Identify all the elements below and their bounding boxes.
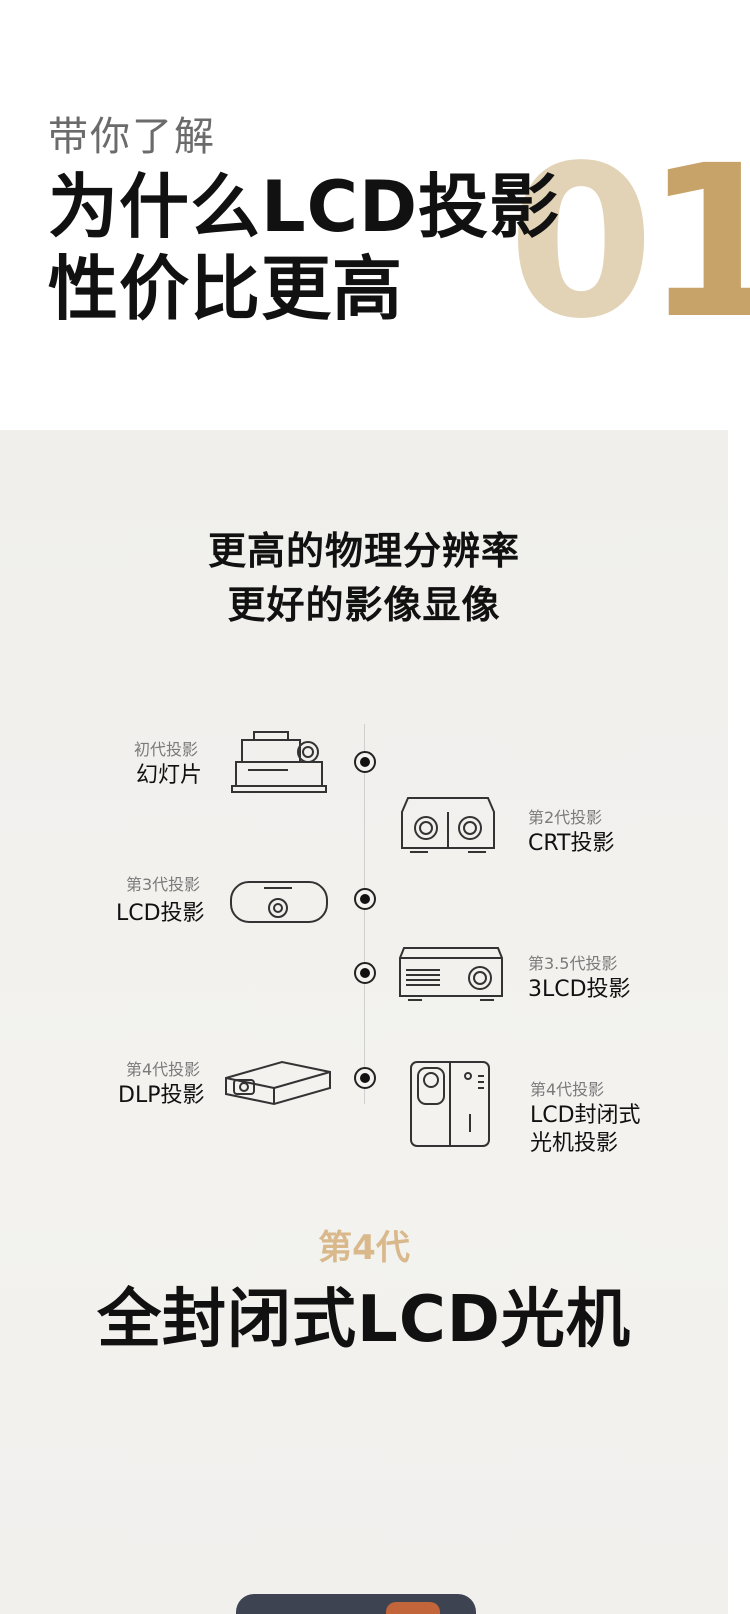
header-section: 01 带你了解 为什么LCD投影 性价比更高 <box>0 0 750 430</box>
panel-subtitle-line1: 更高的物理分辨率 <box>207 529 520 573</box>
eyebrow-text: 带你了解 <box>48 114 216 160</box>
timeline-name: CRT投影 <box>528 831 615 856</box>
product-image-top <box>236 1594 476 1614</box>
number-zero: 0 <box>508 120 654 365</box>
timeline-dot <box>354 751 376 773</box>
timeline-name: 幻灯片 <box>136 763 203 788</box>
panel-subtitle-line2: 更好的影像显像 <box>227 583 501 627</box>
timeline-gen-label: 第2代投影 <box>528 808 603 827</box>
timeline-gen-label: 第4代投影 <box>530 1080 605 1099</box>
timeline-gen-label: 第3代投影 <box>126 875 201 894</box>
timeline-name: 3LCD投影 <box>528 977 631 1002</box>
timeline-name-line1: LCD封闭式 <box>530 1103 641 1128</box>
timeline-name: LCD投影 <box>116 901 205 926</box>
crt-projector-icon <box>401 797 495 853</box>
big-number: 01 <box>508 138 750 348</box>
timeline-dot <box>354 1067 376 1089</box>
final-headline: 全封闭式LCD光机 <box>97 1283 631 1357</box>
slide-projector-icon <box>231 731 327 793</box>
timeline-gen-label: 第3.5代投影 <box>528 954 618 973</box>
timeline-dot <box>354 962 376 984</box>
product-accent <box>386 1602 440 1614</box>
timeline-name-line2: 光机投影 <box>530 1131 619 1156</box>
3lcd-projector-icon <box>399 947 503 1001</box>
timeline-gen-label: 初代投影 <box>134 740 199 759</box>
number-one: 1 <box>644 120 750 365</box>
headline-line2: 性价比更高 <box>48 248 403 330</box>
sealed-lcd-projector-icon <box>410 1061 490 1147</box>
headline: 为什么LCD投影 性价比更高 <box>48 166 560 330</box>
timeline-line <box>364 724 365 1104</box>
timeline-dot <box>354 888 376 910</box>
generation-label: 第4代 <box>318 1228 410 1268</box>
headline-line1: 为什么LCD投影 <box>48 166 561 248</box>
dlp-projector-icon <box>225 1060 331 1106</box>
lcd-projector-icon <box>230 881 328 923</box>
timeline-gen-label: 第4代投影 <box>126 1060 201 1079</box>
timeline-name: DLP投影 <box>118 1083 205 1108</box>
